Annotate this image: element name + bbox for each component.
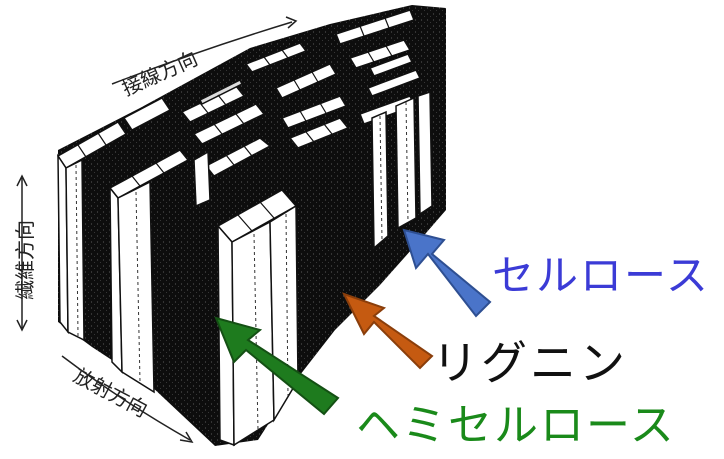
cellulose-arrow [402,228,492,318]
label-hemicellulose: ヘミセルロース [356,400,676,451]
axis-arrows [16,16,298,444]
hemicellulose-arrow [214,316,340,416]
lignin-arrow [342,292,434,370]
top-cell-gridlines [77,17,393,232]
label-cellulose: セルロース [492,251,710,300]
axis-label-fiber: 繊維方向 [13,220,37,300]
top-cell-rows [56,9,422,243]
label-lignin: リグニン [432,336,628,390]
